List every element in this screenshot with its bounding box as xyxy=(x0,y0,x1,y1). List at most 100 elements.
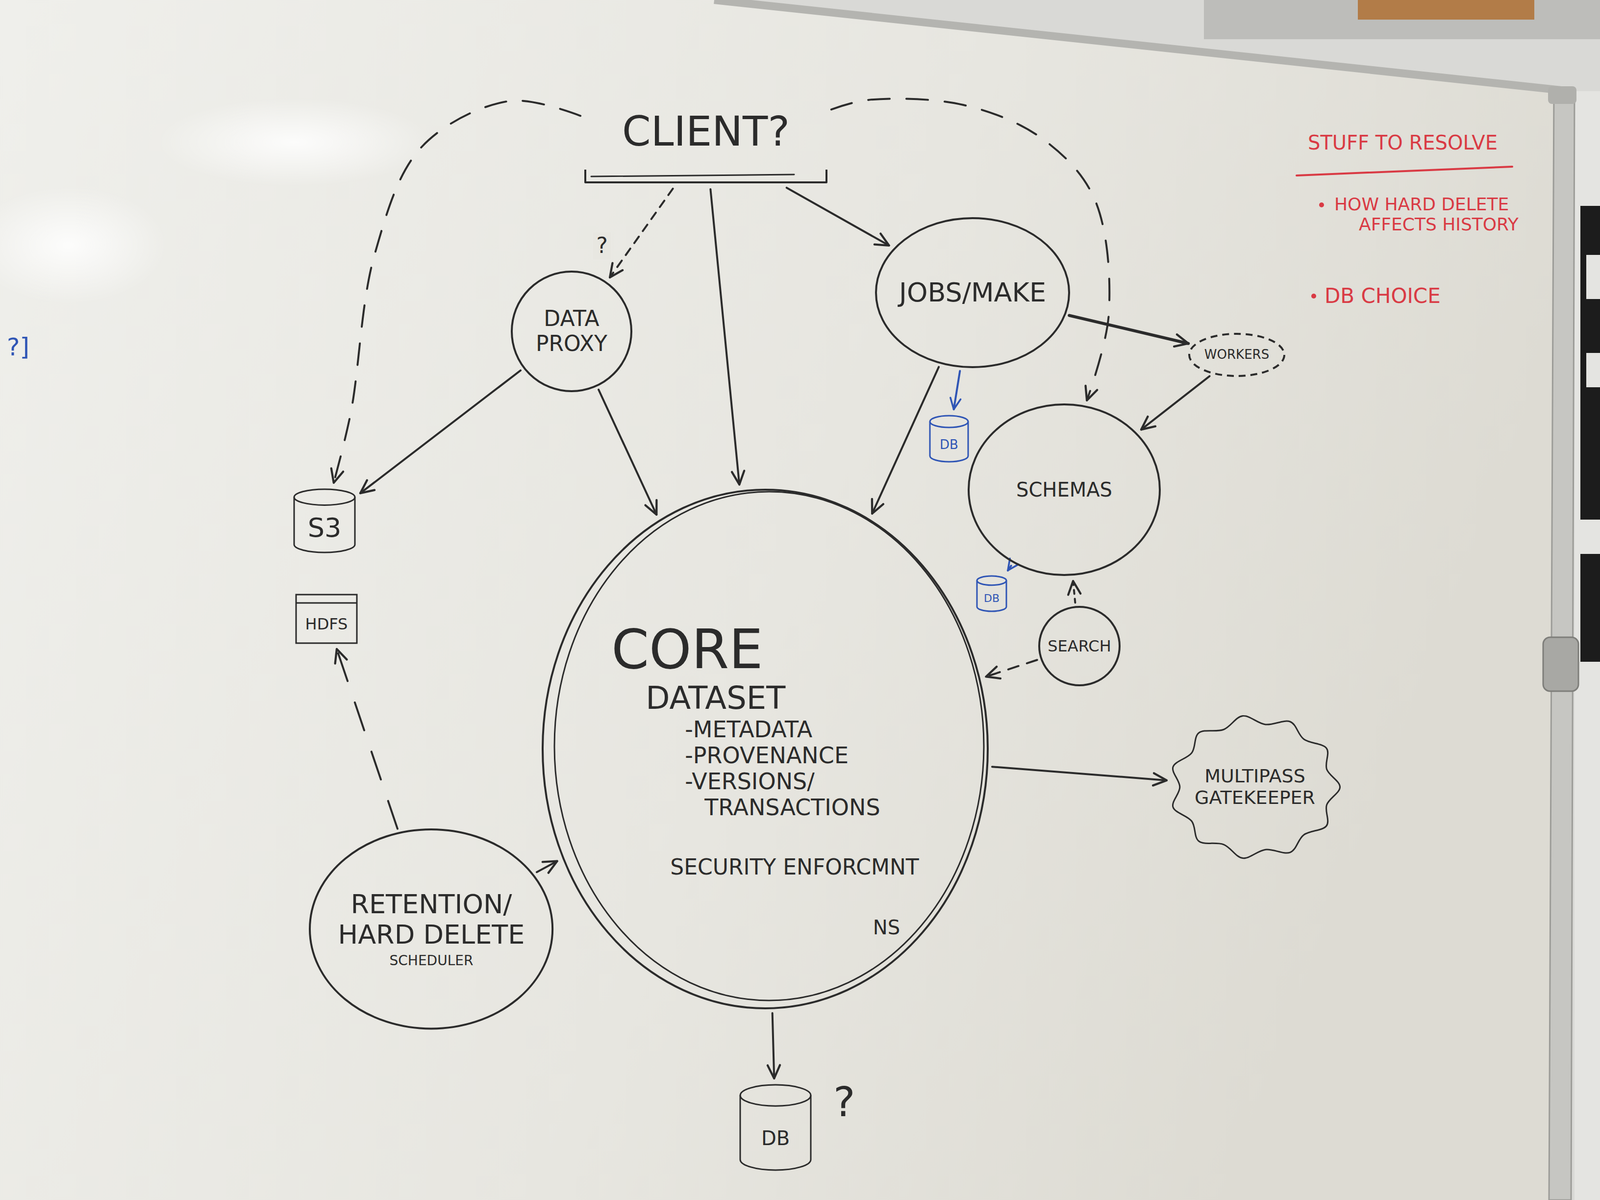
node-content: S3 xyxy=(307,512,342,544)
connector xyxy=(1007,565,1012,571)
edge-label: ? xyxy=(593,232,611,260)
node-content: SEARCH xyxy=(1047,637,1111,656)
node-label: DB xyxy=(983,592,1000,605)
outline xyxy=(968,404,1160,575)
wall-art xyxy=(1586,352,1600,388)
node-label: JOBS/MAKE xyxy=(899,277,1047,308)
node-label: SCHEMAS xyxy=(1016,478,1113,501)
node-content: DB xyxy=(761,1126,790,1150)
node-content: DB xyxy=(939,437,959,453)
connector xyxy=(598,389,657,515)
core-circle: COREDATASET-METADATA-PROVENANCE-VERSIONS… xyxy=(540,487,990,1011)
connector xyxy=(992,766,1167,781)
node-content: JOBS/MAKE xyxy=(899,277,1047,308)
schemas-circle: SCHEMAS xyxy=(967,402,1162,577)
dashed-connector xyxy=(831,98,1110,400)
workers-blob: WORKERS xyxy=(1187,332,1286,378)
dashed-connector xyxy=(336,649,398,829)
wall-art xyxy=(1586,254,1600,300)
wall-art xyxy=(1580,205,1600,520)
outline xyxy=(1189,333,1285,376)
client-label: CLIENT? xyxy=(583,98,829,187)
outline xyxy=(875,218,1070,368)
outline xyxy=(585,169,827,183)
node-label: SEARCH xyxy=(1047,637,1111,656)
outline xyxy=(296,601,357,604)
whiteboard-surface xyxy=(0,0,1558,1200)
outline xyxy=(740,1095,811,1171)
connector xyxy=(710,189,740,485)
retention-ellipse: RETENTION/ HARD DELETE SCHEDULER xyxy=(308,827,554,1030)
connector xyxy=(772,1013,775,1079)
board-frame-top xyxy=(714,0,1562,91)
light-glare xyxy=(156,98,432,187)
connector xyxy=(360,370,521,494)
node-content: COREDATASET-METADATA-PROVENANCE-VERSIONS… xyxy=(611,618,919,880)
outline xyxy=(976,575,1007,586)
board-clamp xyxy=(1543,637,1579,692)
database-symbol: DB xyxy=(738,1083,813,1172)
frame-corner xyxy=(1548,86,1577,104)
node-content: WORKERS xyxy=(1204,347,1270,363)
notes-underline xyxy=(1296,166,1513,176)
node-label: MULTIPASS GATEKEEPER xyxy=(1188,765,1322,809)
list-item: -PROVENANCE xyxy=(684,742,849,769)
connector xyxy=(953,371,961,410)
connector xyxy=(1141,375,1210,430)
data-proxy-circle: DATA PROXY xyxy=(510,270,633,393)
connector xyxy=(872,367,939,514)
outline xyxy=(929,415,969,428)
note-item: HOW HARD DELETE AFFECTS HISTORY xyxy=(1334,194,1555,235)
outline xyxy=(294,497,355,553)
question-mark: ? xyxy=(833,1078,856,1126)
outline xyxy=(554,491,984,1001)
node-label: S3 xyxy=(307,512,342,544)
wood-beam xyxy=(1357,0,1535,20)
connector xyxy=(786,187,890,246)
outline xyxy=(591,174,795,177)
outline xyxy=(740,1084,811,1106)
jobs-circle: JOBS/MAKE xyxy=(874,216,1071,369)
node-label: DB xyxy=(939,437,959,453)
node-label: DATA PROXY xyxy=(528,306,615,356)
dashed-connector xyxy=(985,659,1037,677)
connector xyxy=(1069,315,1189,344)
outline xyxy=(1173,716,1341,859)
ceiling-duct xyxy=(1203,0,1600,40)
node-content: CLIENT? xyxy=(622,107,790,156)
component-title: CORE xyxy=(611,618,763,681)
outline xyxy=(309,829,553,1029)
notes-heading: STUFF TO RESOLVE xyxy=(1307,131,1498,154)
list-item: -METADATA xyxy=(684,716,813,743)
outline xyxy=(294,489,355,505)
margin-note: ?] xyxy=(6,333,30,362)
note-item: DB CHOICE xyxy=(1324,284,1441,308)
node-sublabel: SCHEDULER xyxy=(389,952,474,969)
node-content: MULTIPASS GATEKEEPER xyxy=(1188,765,1322,809)
node-content: RETENTION/ HARD DELETE SCHEDULER xyxy=(330,889,532,969)
node-content: SCHEMAS xyxy=(1016,478,1113,501)
node-label: HDFS xyxy=(305,615,349,634)
node-content: DATA PROXY xyxy=(528,306,615,356)
connector xyxy=(536,861,558,873)
storage-symbol: HDFS xyxy=(294,593,359,645)
outline xyxy=(296,594,357,644)
section-heading: DATASET xyxy=(645,680,786,717)
dashed-connector xyxy=(1073,580,1075,603)
outline xyxy=(1039,606,1120,686)
node-label: CLIENT? xyxy=(622,107,790,156)
bullet-dot xyxy=(1311,293,1317,299)
gatekeeper-cloud: MULTIPASS GATEKEEPER xyxy=(1166,712,1344,862)
outline xyxy=(976,580,1007,612)
database-symbol: DB xyxy=(975,574,1008,613)
outline xyxy=(542,489,988,1009)
node-content: HDFS xyxy=(305,615,349,634)
node-label: RETENTION/ HARD DELETE xyxy=(330,889,532,950)
dashed-connector xyxy=(333,100,581,483)
node-label: WORKERS xyxy=(1204,347,1270,363)
